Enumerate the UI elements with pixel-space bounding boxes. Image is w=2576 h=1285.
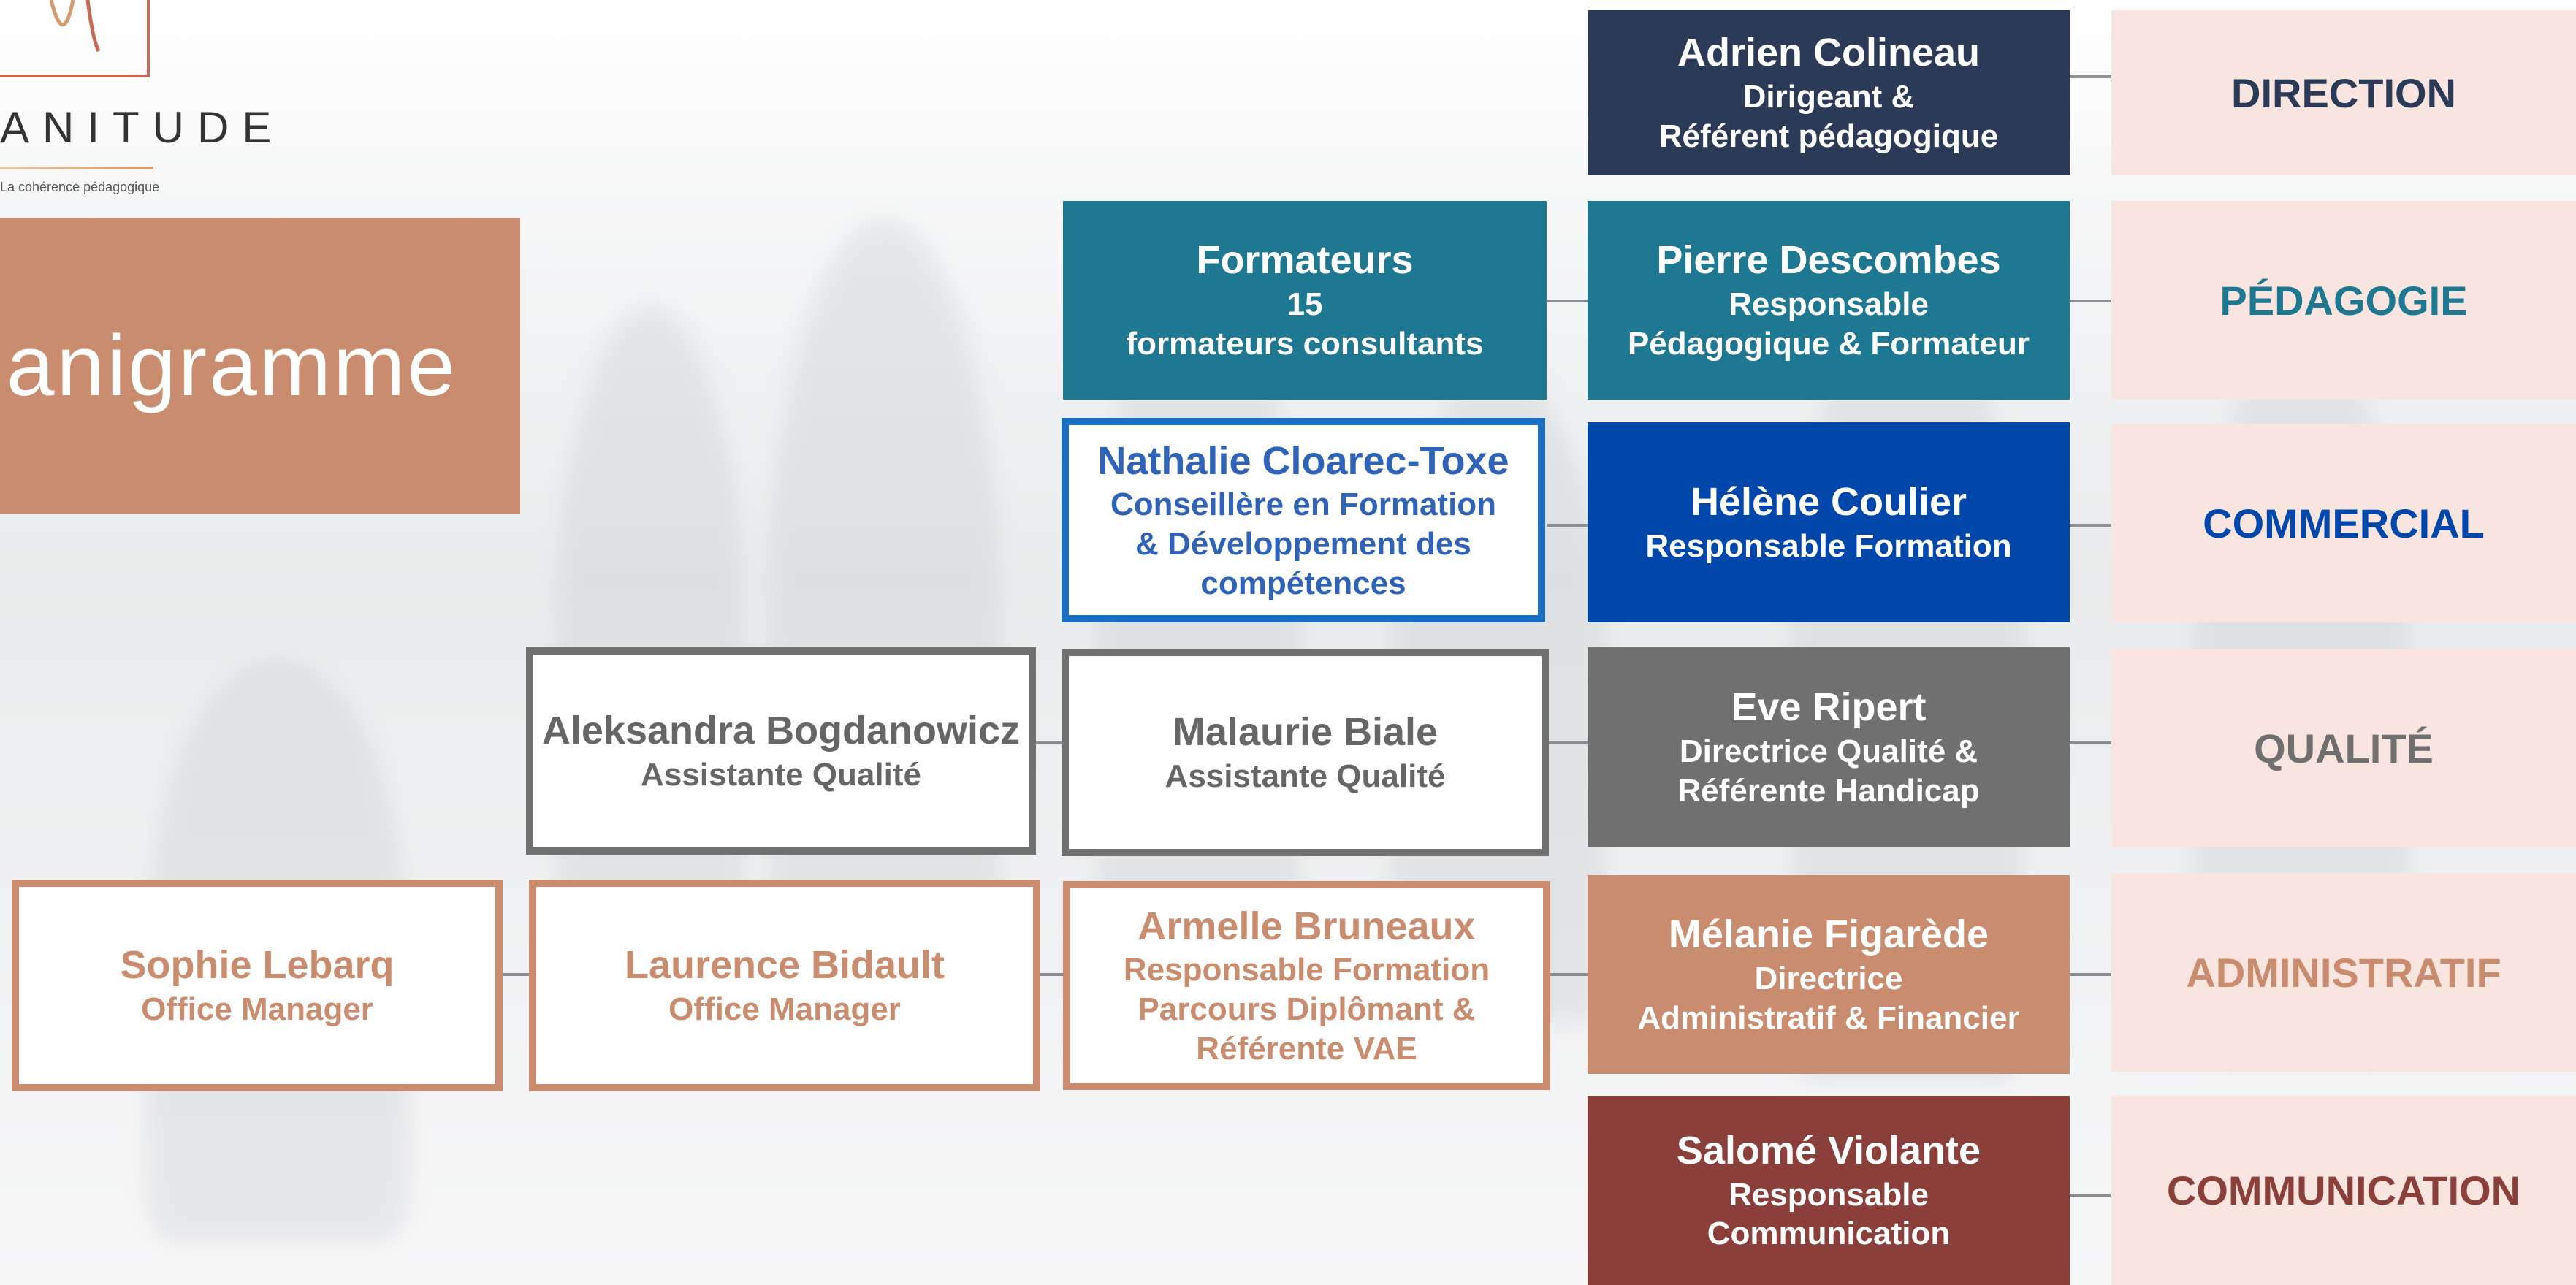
logo-frame [0,0,150,77]
person-role: Dirigeant & [1742,79,1915,115]
person-card-melanie: Mélanie Figarède Directrice Administrati… [1588,875,2070,1074]
person-role: Directrice Qualité & [1679,733,1978,770]
person-role: Parcours Diplômant & [1138,991,1476,1028]
person-role: Responsable [1729,1176,1929,1213]
person-card-helene: Hélène Coulier Responsable Formation [1588,422,2070,622]
person-role: Assistante Qualité [641,757,921,793]
logo-flame-icon [49,0,101,53]
connector [1037,973,1067,976]
person-role: Pédagogique & Formateur [1627,325,2030,362]
connector [1547,741,1588,744]
group-count: 15 [1287,286,1323,323]
dept-administratif: ADMINISTRATIF [2111,873,2576,1072]
dept-label: QUALITÉ [2254,725,2434,771]
title-panel: ganigramme [0,218,520,514]
dept-label: ADMINISTRATIF [2186,949,2501,996]
connector [1547,973,1588,976]
person-card-nathalie: Nathalie Cloarec-Toxe Conseillère en For… [1062,418,1545,622]
dept-label: PÉDAGOGIE [2219,277,2468,324]
person-card-adrien: Adrien Colineau Dirigeant & Référent péd… [1588,10,2070,175]
connector [501,973,530,976]
person-name: Salomé Violante [1676,1128,1981,1172]
person-name: Hélène Coulier [1690,480,1967,525]
connector [2070,75,2114,78]
logo-tagline: La cohérence pédagogique [0,180,160,194]
dept-pedagogie: PÉDAGOGIE [2111,201,2576,400]
connector [1034,741,1062,744]
dept-label: DIRECTION [2231,69,2456,116]
person-name: Armelle Bruneaux [1138,904,1476,948]
person-card-laurence: Laurence Bidault Office Manager [529,880,1040,1091]
person-name: Mélanie Figarède [1668,912,1989,957]
group-name: Formateurs [1196,238,1414,283]
page-title: ganigramme [0,318,457,414]
person-name: Eve Ripert [1731,685,1927,730]
person-card-pierre: Pierre Descombes Responsable Pédagogique… [1588,201,2070,400]
person-name: Sophie Lebarq [120,943,395,988]
person-name: Aleksandra Bogdanowicz [541,709,1021,753]
logo-underline [0,167,153,169]
person-role: Référente Handicap [1677,772,1980,809]
connector [1547,300,1588,302]
dept-qualite: QUALITÉ [2111,649,2576,847]
person-card-armelle: Armelle Bruneaux Responsable Formation P… [1063,881,1550,1090]
person-role: Assistante Qualité [1165,758,1446,795]
person-card-eve: Eve Ripert Directrice Qualité & Référent… [1588,647,2070,847]
person-name: Malaurie Biale [1172,710,1438,755]
dept-direction: DIRECTION [2111,10,2576,175]
person-name: Pierre Descombes [1656,238,2001,283]
person-role: Référente VAE [1196,1030,1417,1067]
person-role: Office Manager [668,991,901,1028]
person-role: Responsable [1729,286,1929,323]
logo-wordmark: ANITUDE [0,103,285,152]
person-name: Nathalie Cloarec-Toxe [1097,438,1509,483]
person-role: Administratif & Financier [1637,999,2020,1036]
dept-communication: COMMUNICATION [2111,1096,2576,1285]
group-card-formateurs: Formateurs 15 formateurs consultants [1063,201,1547,400]
connector [2070,973,2114,976]
person-role: Responsable Formation [1123,952,1490,988]
dept-commercial: COMMERCIAL [2111,424,2576,622]
person-role: Directrice [1754,961,1903,997]
person-role: compétences [1200,565,1406,601]
connector [2070,741,2114,744]
person-role: Communication [1707,1216,1951,1252]
person-name: Adrien Colineau [1677,31,1981,75]
dept-label: COMMERCIAL [2203,500,2485,546]
connector [1547,524,1588,527]
person-card-malaurie: Malaurie Biale Assistante Qualité [1062,649,1549,856]
connector [2070,300,2114,302]
person-role: Conseillère en Formation [1110,487,1497,523]
person-role: Office Manager [141,991,373,1028]
person-card-sophie: Sophie Lebarq Office Manager [12,880,503,1091]
person-role: & Développement des [1135,526,1471,563]
group-role: formateurs consultants [1126,325,1484,362]
person-role: Référent pédagogique [1658,118,1999,154]
person-role: Responsable Formation [1645,528,2012,565]
dept-label: COMMUNICATION [2166,1167,2521,1213]
person-card-salome: Salomé Violante Responsable Communicatio… [1588,1096,2070,1285]
connector [2070,1194,2114,1197]
connector [2070,524,2114,527]
person-card-aleksandra: Aleksandra Bogdanowicz Assistante Qualit… [526,647,1036,855]
person-name: Laurence Bidault [624,943,945,988]
